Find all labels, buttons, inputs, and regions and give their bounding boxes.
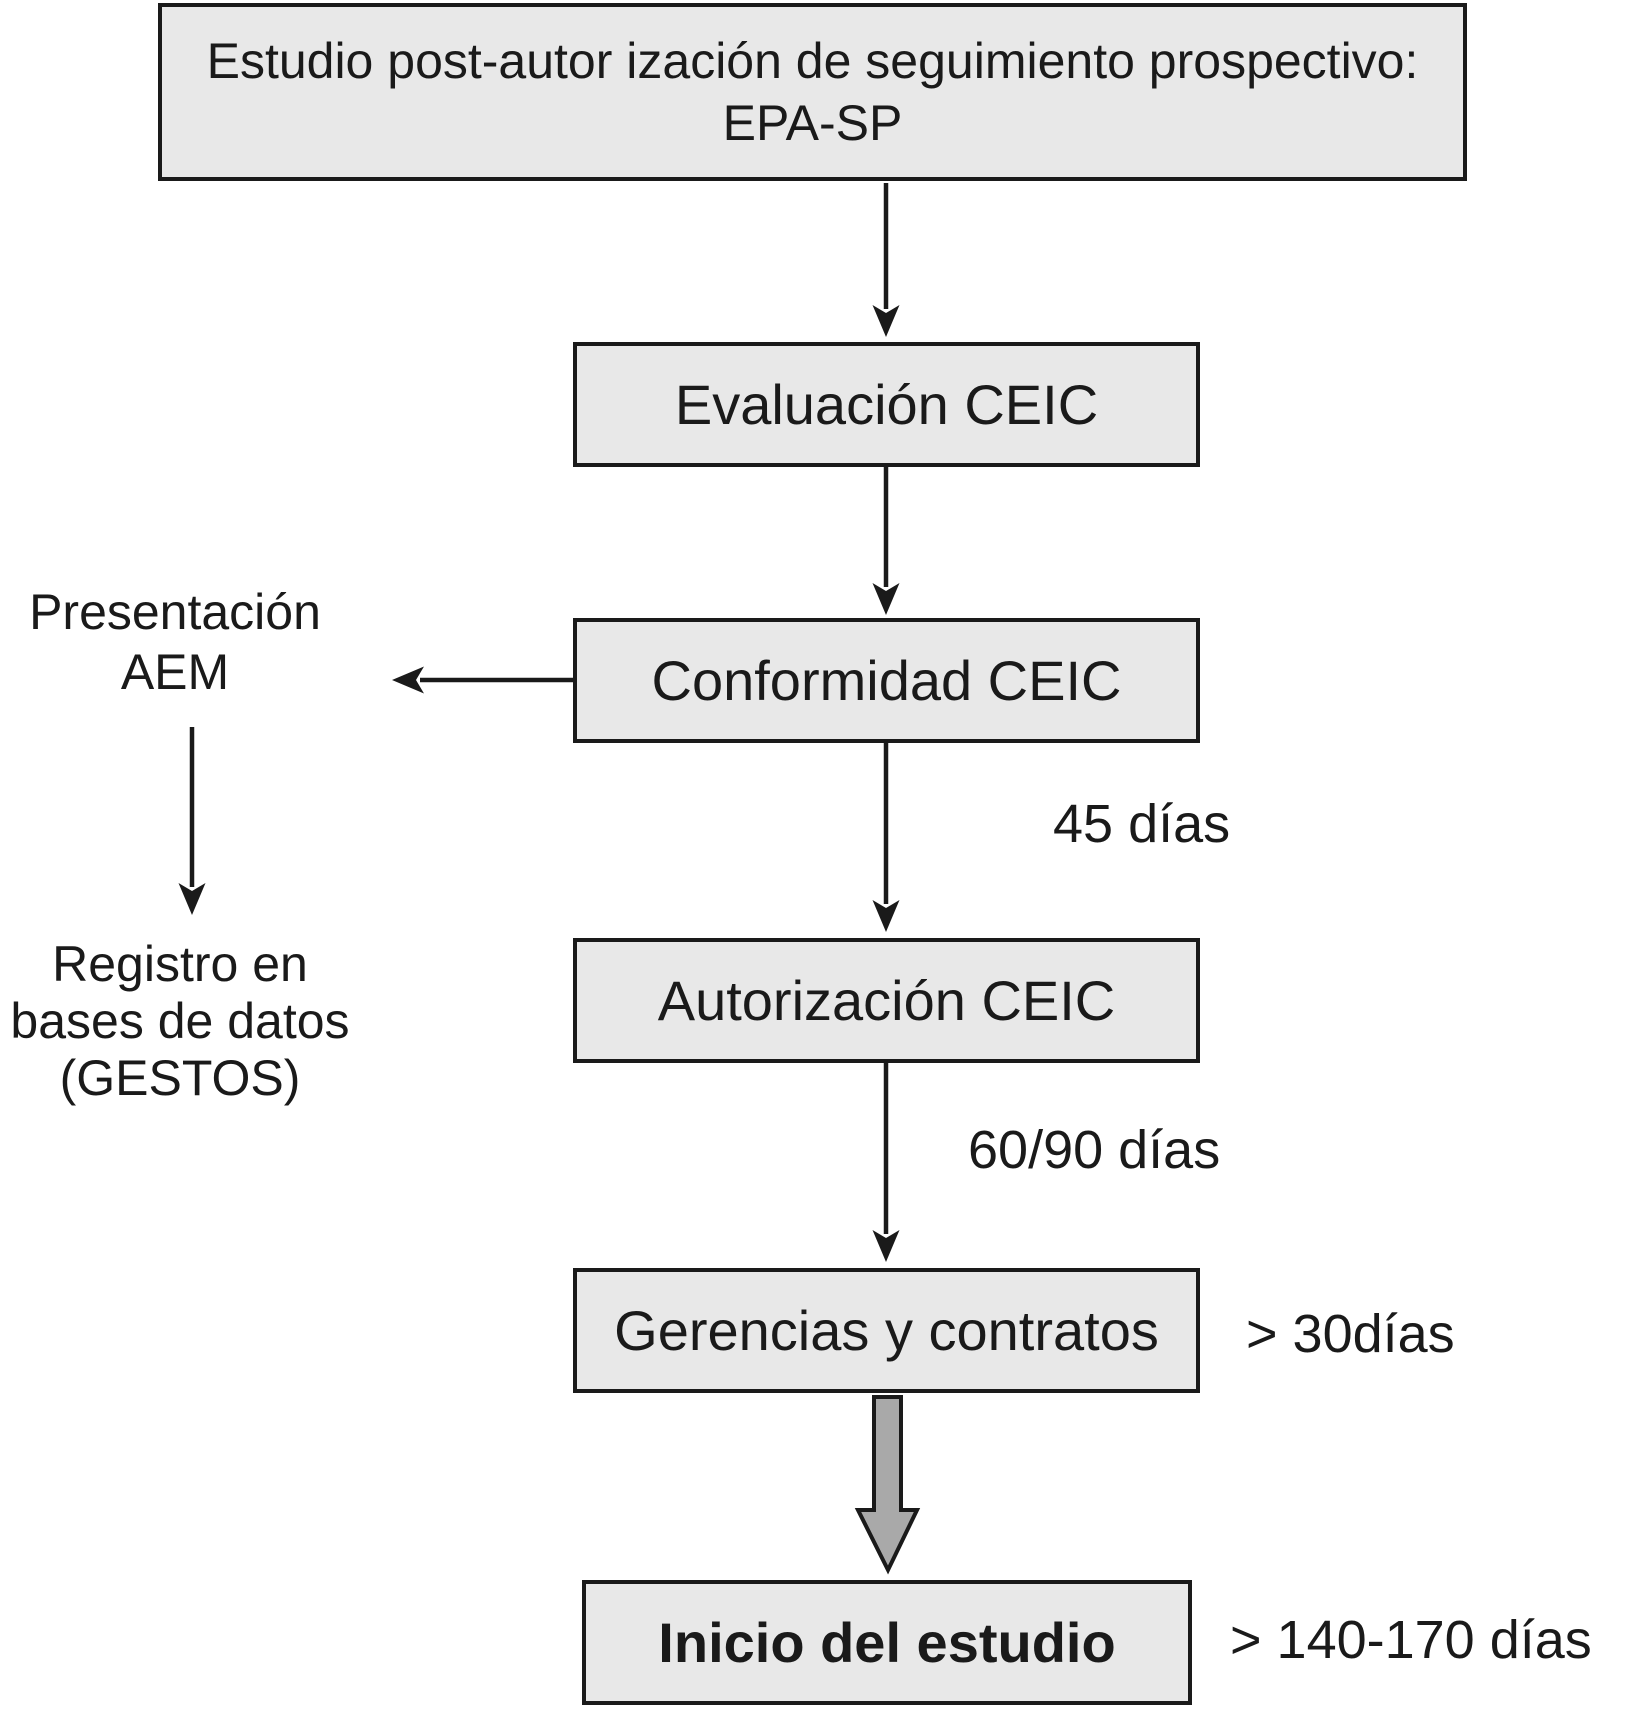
- duration-60-90-dias: 60/90 días: [968, 1120, 1221, 1180]
- node-epa-sp: Estudio post-autor ización de seguimient…: [158, 3, 1467, 181]
- node-label: Autorización CEIC: [657, 968, 1116, 1032]
- node-autorizacion-ceic: Autorización CEIC: [573, 938, 1200, 1063]
- node-evaluacion-ceic: Evaluación CEIC: [573, 342, 1200, 467]
- registro-line-1: Registro en: [52, 936, 308, 992]
- node-label: Evaluación CEIC: [674, 372, 1099, 436]
- block-arrow-gerencias-to-inicio: [854, 1395, 921, 1575]
- arrow-autorizacion-to-gerencias: [872, 1063, 900, 1262]
- node-label: Conformidad CEIC: [651, 648, 1122, 712]
- arrow-title-to-evaluacion: [872, 183, 900, 337]
- arrow-conformidad-to-autorizacion: [872, 743, 900, 932]
- node-conformidad-ceic: Conformidad CEIC: [573, 618, 1200, 743]
- node-inicio-del-estudio: Inicio del estudio: [582, 1580, 1192, 1705]
- title-line-1: Estudio post-autor ización de seguimient…: [206, 33, 1419, 89]
- duration-140-170-dias: > 140-170 días: [1230, 1610, 1592, 1670]
- presentacion-line-1: Presentación: [29, 584, 321, 640]
- node-gerencias-contratos: Gerencias y contratos: [573, 1268, 1200, 1393]
- arrow-conformidad-to-presentacion-aem: [392, 666, 573, 694]
- presentacion-line-2: AEM: [120, 644, 230, 700]
- node-label: Gerencias y contratos: [614, 1298, 1159, 1362]
- node-label: Inicio del estudio: [658, 1610, 1116, 1674]
- title-line-2: EPA-SP: [722, 95, 903, 151]
- arrow-aem-to-registro: [178, 727, 206, 915]
- label-presentacion-aem: Presentación AEM: [0, 582, 350, 702]
- arrow-evaluacion-to-conformidad: [872, 467, 900, 615]
- duration-30-dias: > 30días: [1246, 1304, 1455, 1364]
- registro-line-3: (GESTOS): [59, 1050, 301, 1106]
- registro-line-2: bases de datos: [10, 993, 350, 1049]
- label-registro-gestos: Registro en bases de datos (GESTOS): [5, 936, 355, 1107]
- duration-45-dias: 45 días: [1053, 794, 1231, 854]
